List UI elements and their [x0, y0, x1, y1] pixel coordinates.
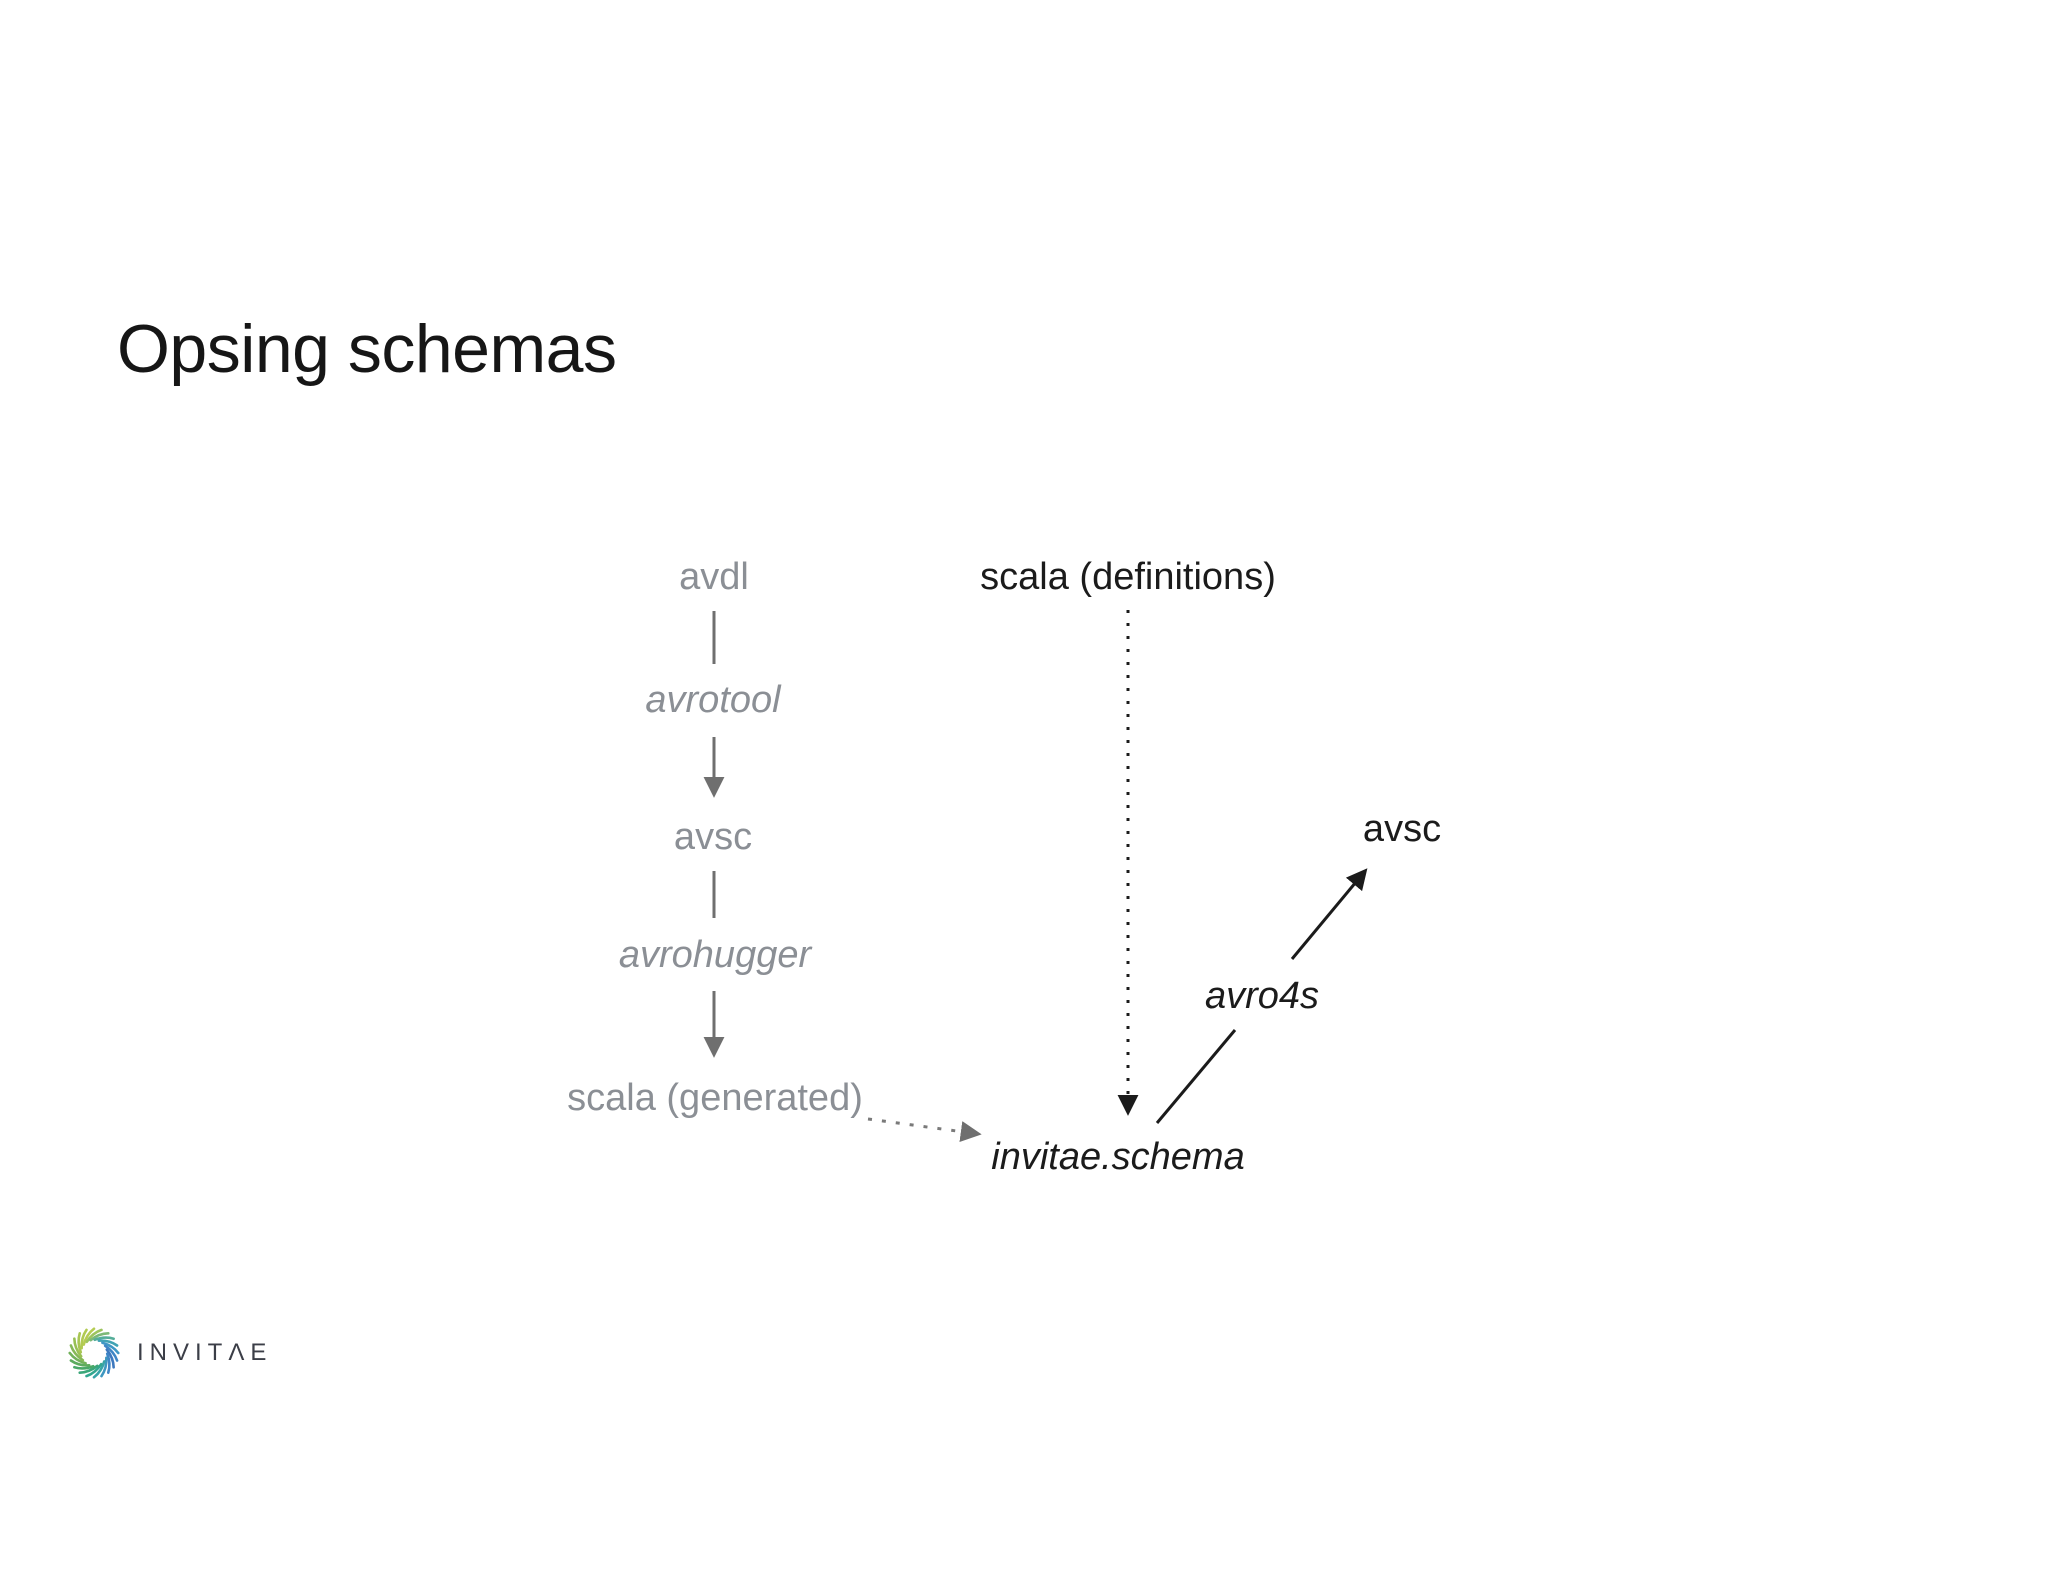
node-scala-definitions: scala (definitions) [980, 556, 1276, 598]
edge-avro4s-to-avsc-arrow [1290, 868, 1368, 960]
edge-invitae-schema-to-avro4s [1155, 1029, 1237, 1124]
invitae-logo: INVITΛE [66, 1325, 272, 1381]
node-avsc-left: avsc [673, 816, 753, 858]
node-avdl: avdl [679, 556, 749, 598]
slide-title: Opsing schemas [117, 311, 617, 387]
invitae-wordmark: INVITΛE [137, 1339, 273, 1366]
node-avsc-right: avsc [1362, 808, 1442, 850]
node-avrotool: avrotool [645, 679, 781, 721]
node-avrohugger: avrohugger [618, 934, 812, 976]
node-invitae-schema: invitae.schema [991, 1136, 1245, 1178]
node-scala-generated: scala (generated) [567, 1077, 863, 1119]
edge-scala-generated-to-invitae-schema-dotted-arrow [867, 1117, 982, 1142]
edge-label-avro4s: avro4s [1204, 975, 1320, 1017]
invitae-swirl-icon [68, 1327, 120, 1379]
